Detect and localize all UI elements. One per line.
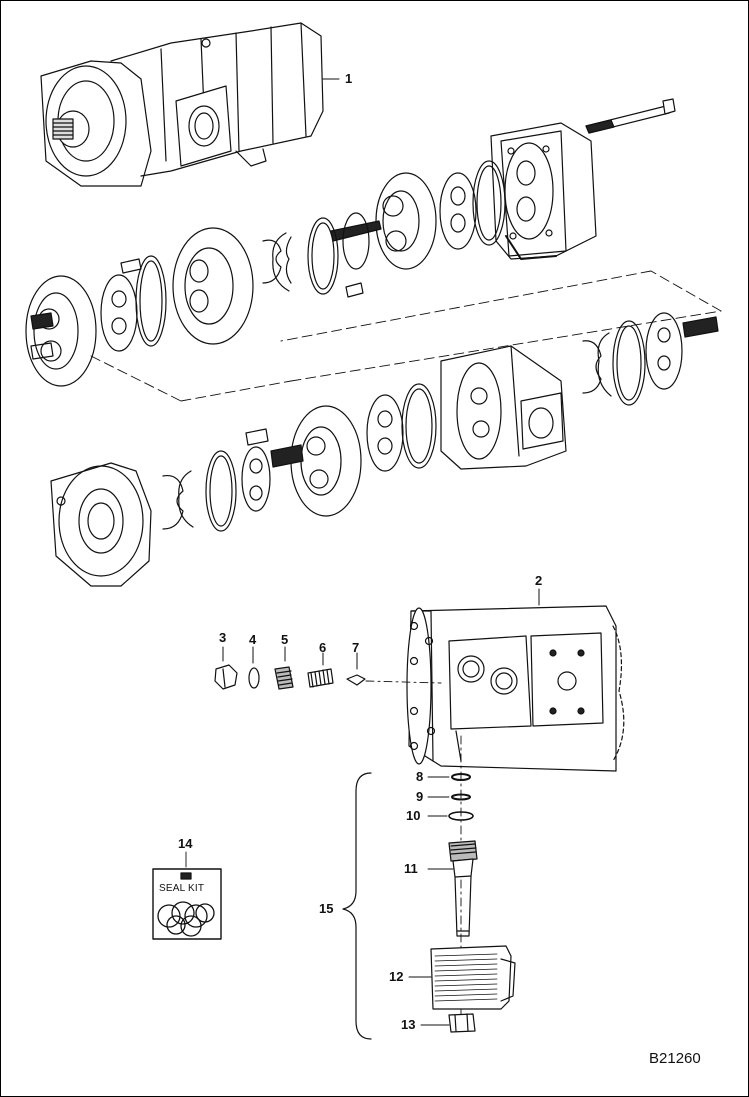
callout-14: 14 (178, 836, 193, 851)
callout-12: 12 (389, 969, 404, 984)
tie-bolt-part (585, 98, 676, 134)
callout-5: 5 (281, 632, 289, 647)
callout-8: 8 (416, 769, 424, 784)
callout-4: 4 (249, 632, 257, 647)
callout-7: 7 (352, 640, 360, 655)
cartridge-assembly (430, 735, 516, 1033)
callout-2: 2 (535, 573, 543, 588)
upper-seal-set (100, 160, 506, 352)
front-flange-part (50, 462, 152, 587)
callout-11: 11 (404, 861, 418, 876)
middle-right-section (162, 312, 719, 532)
pump-body-part (406, 588, 625, 772)
item-15-brace (342, 772, 372, 1040)
seal-kit-label: SEAL KIT (159, 883, 205, 894)
seal-kit-bag (152, 868, 222, 940)
callout-3: 3 (219, 630, 227, 645)
assembled-pump-part (40, 22, 340, 187)
callout-13: 13 (401, 1017, 416, 1032)
rear-cover-part (490, 122, 597, 260)
figure-id: B21260 (649, 1050, 701, 1067)
callout-1: 1 (345, 71, 353, 86)
callout-leaders (185, 776, 454, 1026)
front-gear-section (25, 275, 97, 387)
callout-9: 9 (416, 789, 424, 804)
alignment-dash-lines (90, 270, 722, 402)
valve-components (214, 646, 442, 690)
callout-15: 15 (319, 901, 334, 916)
callout-10: 10 (406, 808, 421, 823)
callout-6: 6 (319, 640, 327, 655)
